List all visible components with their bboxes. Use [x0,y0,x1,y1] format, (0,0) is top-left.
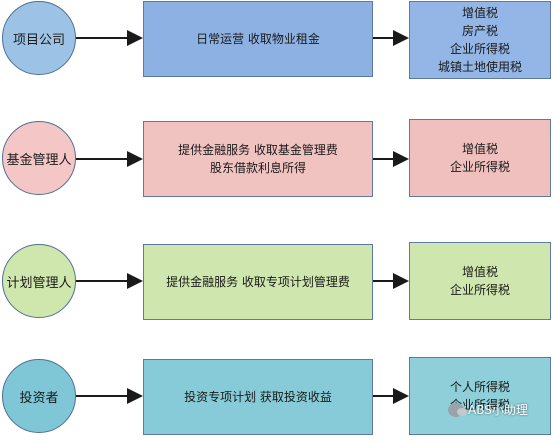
activity-line: 提供金融服务 收取基金管理费 [178,143,338,157]
row-project-company: 项目公司 日常运营 收取物业租金 增值税 房产税 企业所得税 城镇土地使用税 [0,0,554,90]
tax-line: 个人所得税 [449,380,510,394]
row-plan-manager: 计划管理人 提供金融服务 收取专项计划管理费 增值税 企业所得税 [0,238,554,328]
entity-circle: 项目公司 [2,1,76,75]
tax-box: 个人所得税 企业所得税 [409,357,551,435]
row-investor: 投资者 投资专项计划 获取投资收益 个人所得税 企业所得税 [0,353,554,443]
activity-line: 日常运营 收取物业租金 [196,32,320,46]
tax-line: 房产税 [461,24,498,38]
entity-circle: 投资者 [2,359,76,433]
entity-label: 计划管理人 [6,275,72,291]
tax-box: 增值税 企业所得税 [409,119,551,197]
activity-box: 投资专项计划 获取投资收益 [143,359,373,435]
activity-box: 提供金融服务 收取基金管理费 股东借款利息所得 [143,121,373,197]
activity-box: 提供金融服务 收取专项计划管理费 [143,244,373,320]
activity-line: 股东借款利息所得 [209,161,306,175]
watermark: ABS小助理 [448,401,528,418]
tax-line: 城镇土地使用税 [437,60,522,74]
tax-box: 增值税 房产税 企业所得税 城镇土地使用税 [409,1,551,79]
activity-line: 投资专项计划 获取投资收益 [184,390,332,404]
tax-box: 增值税 企业所得税 [409,242,551,320]
tax-line: 企业所得税 [449,160,510,174]
tax-line: 增值税 [461,142,498,156]
tax-line: 企业所得税 [449,42,510,56]
tax-line: 增值税 [461,6,498,20]
entity-label: 投资者 [19,390,59,406]
row-fund-manager: 基金管理人 提供金融服务 收取基金管理费 股东借款利息所得 增值税 企业所得税 [0,115,554,205]
tax-line: 增值税 [461,265,498,279]
watermark-text: ABS小助理 [468,403,528,417]
entity-label: 项目公司 [12,32,65,48]
activity-line: 提供金融服务 收取专项计划管理费 [166,275,350,289]
tax-line: 企业所得税 [449,283,510,297]
entity-circle: 基金管理人 [2,121,76,195]
activity-box: 日常运营 收取物业租金 [143,1,373,77]
entity-circle: 计划管理人 [2,244,76,318]
wechat-icon [448,402,467,417]
entity-label: 基金管理人 [6,152,72,168]
